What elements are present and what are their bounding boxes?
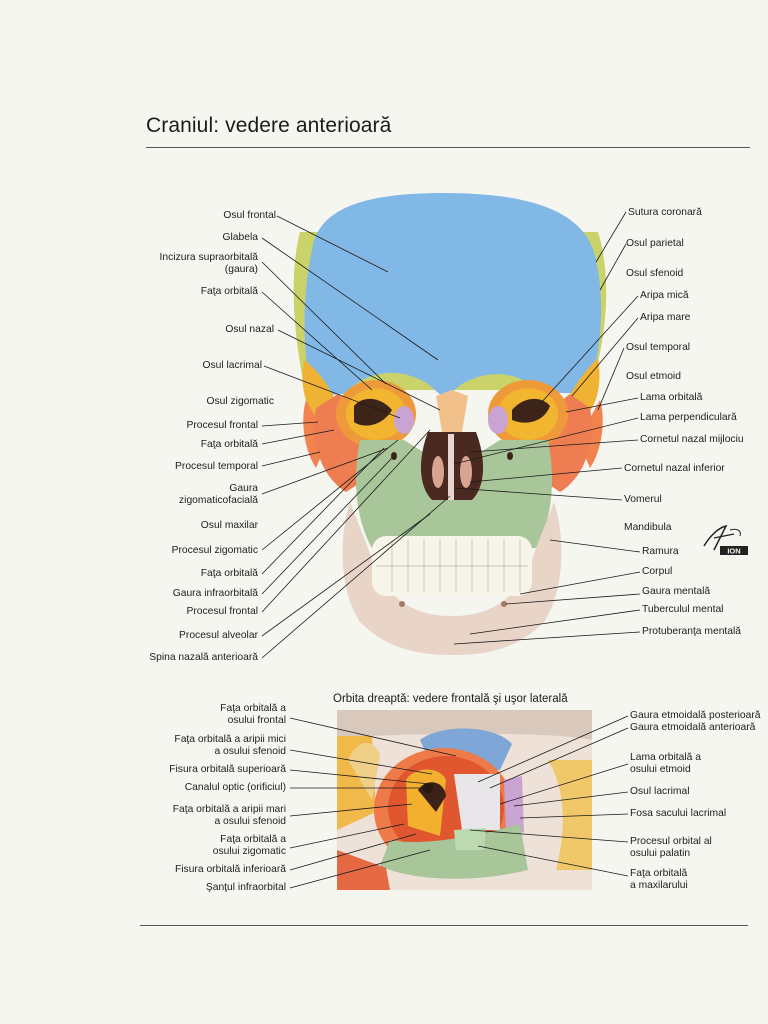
skull-leader-lines [261, 211, 641, 659]
label-osul-nazal: Osul nazal [225, 324, 274, 335]
label-vomerul: Vomerul [624, 494, 662, 505]
label-procesul-temporal: Procesul temporal [175, 461, 258, 472]
label-osul-sfenoid: Osul sfenoid [626, 268, 684, 279]
label-incizura-supraorbitala: Incizura supraorbitală (gaura) [159, 252, 258, 275]
label-sutura-coronara: Sutura coronară [628, 207, 702, 218]
label-osul-lacrimal: Osul lacrimal [202, 360, 262, 371]
orbit-label-fata-orbitala-frontal: Faţa orbitală a osului frontal [220, 703, 286, 726]
title-rule [146, 147, 750, 148]
orbit-label-aripa-mare-sfenoid: Faţa orbitală a aripii mari a osului sfe… [172, 804, 286, 827]
orbit-inset [337, 710, 592, 890]
label-glabela: Glabela [222, 232, 259, 243]
label-gaura-zigomaticofaciala: Gaura zigomaticofacială [179, 483, 258, 506]
orbit-label-procesul-orbital-palatin: Procesul orbital al osului palatin [630, 836, 712, 859]
label-protuberanta-mentala: Protuberanţa mentală [642, 626, 742, 637]
label-aripa-mica: Aripa mică [640, 290, 689, 301]
skull-anterior-view [293, 193, 607, 655]
orbit-label-canalul-optic: Canalul optic (orificiul) [184, 782, 286, 793]
orbit-label-fosa-sacului-lacrimal: Fosa sacului lacrimal [630, 808, 727, 819]
orbit-label-gaura-etmoidala-posterioara: Gaura etmoidală posterioară [630, 710, 761, 721]
orbit-label-osul-lacrimal: Osul lacrimal [630, 786, 690, 797]
label-corpul: Corpul [642, 566, 673, 577]
label-aripa-mare: Aripa mare [640, 312, 691, 323]
label-osul-parietal: Osul parietal [626, 238, 684, 249]
netter-ion-logo: ION [703, 524, 748, 556]
label-cornetul-nazal-inferior: Cornetul nazal inferior [624, 463, 725, 474]
label-spina-nazala-anterioara: Spina nazală anterioară [149, 652, 258, 663]
label-fata-orbitala-2: Faţa orbitală [200, 439, 258, 450]
label-osul-frontal: Osul frontal [223, 210, 276, 221]
label-ramura: Ramura [642, 546, 679, 557]
label-fata-orbitala-1: Faţa orbitală [200, 286, 258, 297]
orbit-label-santul-infraorbital: Şanţul infraorbital [205, 882, 286, 893]
bottom-rule [140, 925, 748, 926]
orbit-label-fata-orbitala-zigomatic: Faţa orbitală a osului zigomatic [212, 834, 286, 857]
label-osul-etmoid: Osul etmoid [626, 371, 681, 382]
orbit-label-aripa-mica-sfenoid: Faţa orbitală a aripii mici a osului sfe… [174, 734, 286, 757]
label-tuberculul-mental: Tuberculul mental [642, 604, 724, 615]
orbit-label-lama-orbitala-etmoid: Lama orbitală a osului etmoid [630, 752, 701, 775]
label-osul-temporal: Osul temporal [626, 342, 691, 353]
label-procesul-zigomatic: Procesul zigomatic [171, 545, 258, 556]
label-osul-maxilar: Osul maxilar [200, 520, 258, 531]
label-fata-orbitala-3: Faţa orbitală [200, 568, 258, 579]
label-osul-zigomatic: Osul zigomatic [206, 396, 274, 407]
orbit-label-fisura-orbitala-superioara: Fisura orbitală superioară [169, 764, 286, 775]
logo-brand: ION [727, 547, 740, 556]
label-procesul-frontal-1: Procesul frontal [186, 420, 258, 431]
label-gaura-infraorbitala: Gaura infraorbitală [172, 588, 258, 599]
orbit-leader-lines [289, 715, 629, 889]
label-procesul-alveolar: Procesul alveolar [179, 630, 258, 641]
label-procesul-frontal-2: Procesul frontal [186, 606, 258, 617]
page-title: Craniul: vedere anterioară [146, 114, 392, 137]
label-mandibula: Mandibula [624, 522, 672, 533]
label-lama-orbitala: Lama orbitală [640, 392, 703, 403]
orbit-label-gaura-etmoidala-anterioara: Gaura etmoidală anterioară [630, 722, 756, 733]
orbit-label-fata-orbitala-maxilar: Faţa orbitală a maxilarului [630, 868, 688, 891]
label-lama-perpendiculara: Lama perpendiculară [640, 412, 737, 423]
orbit-label-fisura-orbitala-inferioara: Fisura orbitală inferioară [174, 864, 286, 875]
label-cornetul-nazal-mijlociu: Cornetul nazal mijlociu [640, 434, 744, 445]
label-gaura-mentala: Gaura mentală [642, 586, 711, 597]
orbit-title: Orbita dreaptă: vedere frontală şi uşor … [333, 693, 568, 705]
